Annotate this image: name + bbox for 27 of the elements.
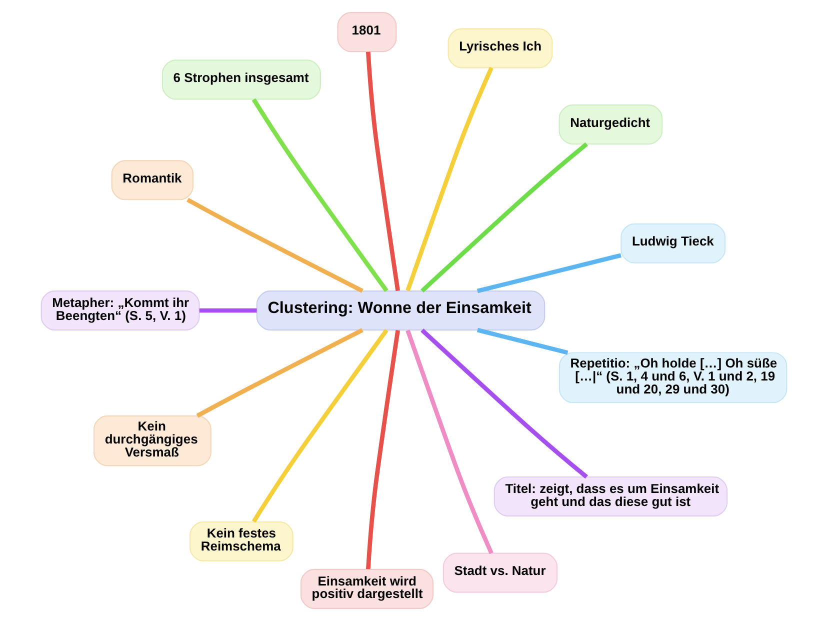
connector [196,328,364,418]
node-box: Naturgedicht [558,104,663,145]
connector [252,98,388,292]
connector [420,328,588,479]
connector [420,142,588,292]
connector [252,328,388,523]
connector [406,66,494,292]
node-box: Ludwig Tieck [620,223,726,264]
node-box: Kein durchgängiges Versmaß [93,415,212,466]
connector [366,330,400,570]
node-box: Lyrisches Ich [448,28,553,68]
node-box: Romantik [111,160,194,200]
node-box: Einsamkeit wird positiv dargestellt [300,568,434,609]
node-box: Stadt vs. Natur [442,552,558,593]
node-box: Clustering: Wonne der Einsamkeit [256,290,546,331]
connector [366,52,400,292]
node-box: Kein festes Reimschema [190,521,294,562]
node-box: 1801 [337,12,397,52]
connector [406,330,494,554]
node-box: Metapher: „Kommt ihr Beengten“ (S. 5, V. 1) [40,290,200,331]
connector [476,328,568,355]
node-box: Repetitio: „Oh holde […] Oh süße […|“ (S. 1, 4 und 6, V. 1 und 2, 19 und 20, 29 und 30) [558,352,788,404]
node-box: 6 Strophen insgesamt [162,60,321,100]
connector [186,198,364,293]
node-box: Titel: zeigt, dass es um Einsamkeit geht und das diese gut ist [494,476,728,516]
connector [476,253,622,294]
connector [199,308,257,313]
